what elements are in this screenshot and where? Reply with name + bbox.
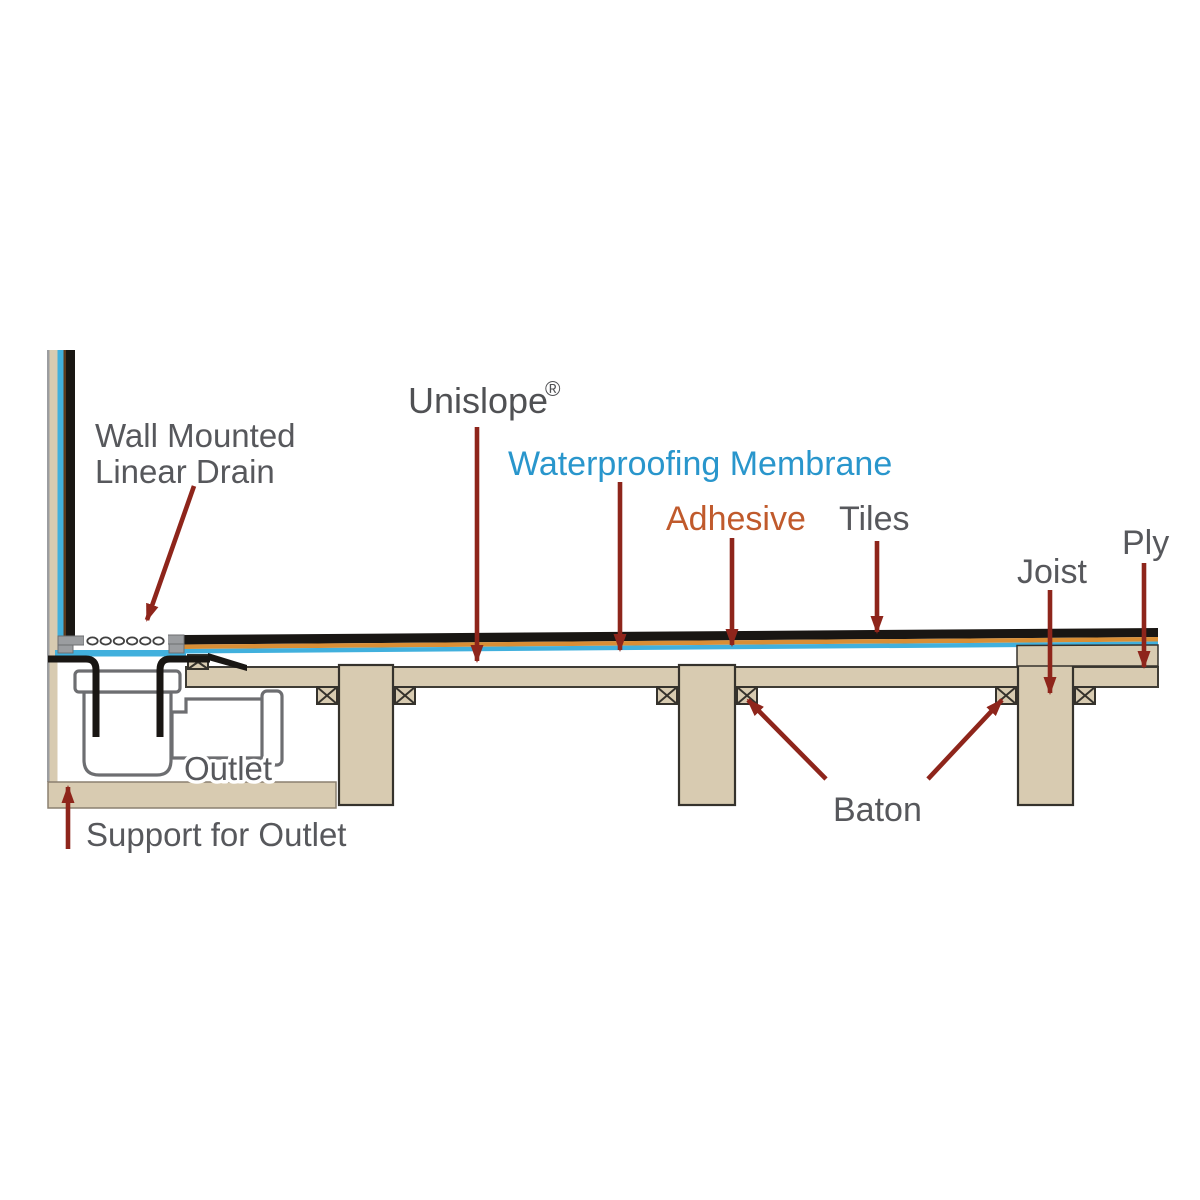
label-support: Support for Outlet [86, 816, 346, 853]
label-unislope: Unislope [408, 380, 548, 421]
arrow-baton-left [746, 698, 828, 781]
wall-section [47, 350, 75, 782]
drain-clamp-left [57, 635, 85, 646]
baton-j3-right [1074, 686, 1096, 705]
arrow-baton-right [926, 698, 1004, 781]
grate-slot [112, 636, 126, 646]
unislope-screed-block [1016, 644, 1159, 667]
annotation-arrows [61, 427, 1151, 849]
tiles-layer [183, 628, 1158, 645]
drain-membrane-run [55, 650, 186, 657]
drain-grate-slots [86, 636, 165, 646]
label-registered-mark: ® [545, 378, 561, 401]
label-membrane: Waterproofing Membrane [508, 445, 892, 483]
membrane-edge-wedge [208, 653, 247, 671]
drain-trap-flange [73, 669, 182, 694]
joist-1 [337, 663, 395, 807]
baton-j1-left [316, 686, 338, 705]
membrane-layer [183, 641, 1158, 654]
drain-clamp-left-lower [57, 644, 74, 654]
label-adhesive: Adhesive [666, 500, 806, 538]
ply-board [185, 666, 1159, 688]
label-wall-mounted-line1: Wall Mounted [95, 417, 296, 454]
wall-stud [49, 350, 58, 782]
label-outlet: Outlet [184, 750, 272, 787]
wall-outer-line [47, 350, 50, 782]
joist-2 [677, 663, 737, 807]
support-board [47, 781, 337, 809]
label-wall-mounted-line2: Linear Drain [95, 453, 275, 490]
label-tiles: Tiles [839, 500, 910, 538]
wall-membrane-layer [57, 350, 64, 651]
baton-j2-left [656, 686, 678, 705]
label-baton: Baton [833, 791, 922, 829]
drain-clamp-right-lower [168, 643, 185, 654]
outlet-pipe-cap [260, 689, 284, 767]
joist-3 [1016, 663, 1075, 807]
baton-j1-right [394, 686, 416, 705]
drain-trap-body [82, 690, 173, 777]
wall-tile-layer [66, 350, 75, 636]
linear-drain-assembly [48, 634, 284, 777]
grate-slot [152, 636, 165, 646]
adhesive-layer [183, 637, 1158, 649]
grate-slot [99, 636, 112, 646]
label-ply: Ply [1122, 524, 1169, 562]
arrow-wall-drain [144, 485, 197, 622]
drain-channel-wall-right [156, 655, 210, 737]
label-joist: Joist [1017, 553, 1087, 591]
drain-channel-wall-left [48, 655, 100, 737]
grate-slot [126, 636, 139, 646]
wall-adhesive-line [63, 350, 66, 637]
grate-slot [86, 636, 99, 646]
annotation-labels: Wall Mounted Linear Drain Unislope ® Wat… [86, 378, 1169, 853]
grate-slot [139, 636, 152, 646]
